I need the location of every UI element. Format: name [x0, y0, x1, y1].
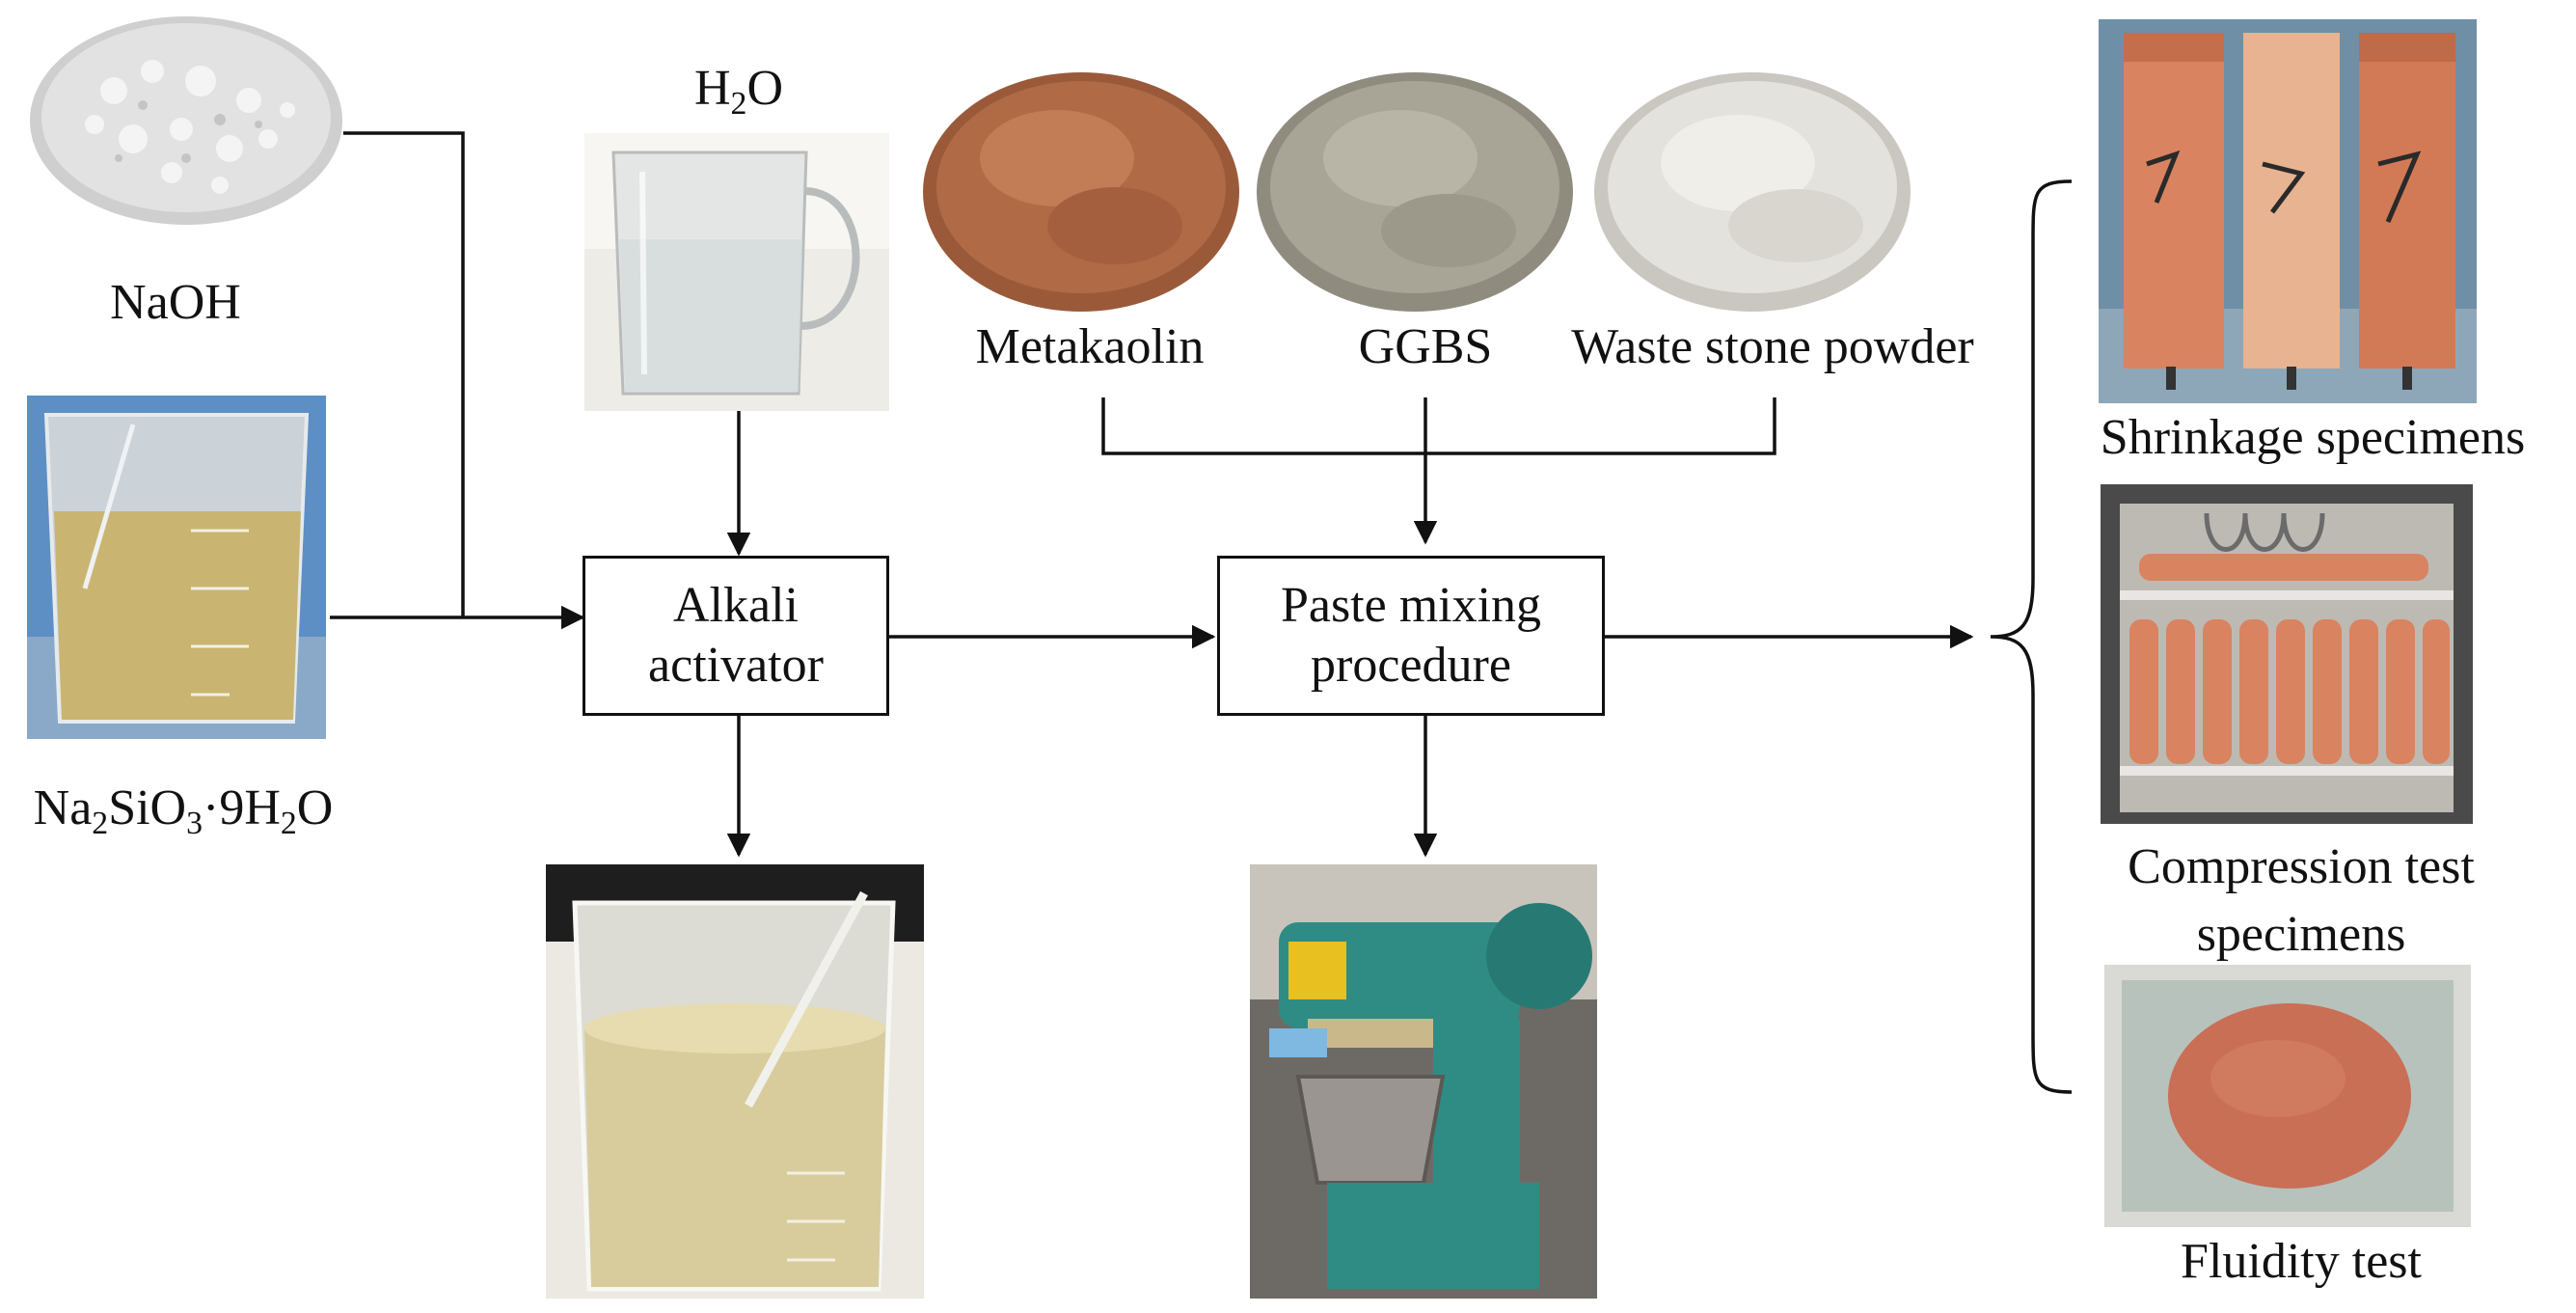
water-label-tail: O [746, 61, 784, 116]
shrinkage-specimens-label: Shrinkage specimens [2100, 410, 2526, 465]
metakaolin-photo [922, 71, 1240, 313]
alkali-solution-photo [546, 864, 924, 1299]
output-brace [1990, 179, 2073, 1094]
sodium-silicate-photo [27, 396, 326, 739]
water-label: H2O [693, 61, 784, 121]
ggbs-photo [1256, 71, 1574, 313]
silicate-part-3: ·9H [203, 780, 281, 835]
powders-merge-line [1101, 397, 1776, 455]
naoh-connector [343, 131, 465, 617]
alkali-activator-box: Alkali activator [583, 556, 889, 716]
silicate-sub-3: 2 [280, 806, 297, 842]
metakaolin-label: Metakaolin [975, 319, 1205, 374]
waste-stone-powder-photo [1593, 71, 1912, 313]
compression-label-line2: specimens [2196, 907, 2406, 963]
naoh-label: NaOH [110, 275, 241, 330]
shrinkage-specimens-photo [2099, 19, 2477, 403]
water-label-base: H [693, 61, 731, 116]
fluidity-test-label: Fluidity test [2181, 1234, 2422, 1289]
compression-label-line1: Compression test [2128, 839, 2475, 894]
paste-mixing-line2: procedure [1311, 638, 1511, 693]
waste-stone-powder-label: Waste stone powder [1571, 319, 1974, 374]
alkali-activator-line2: activator [648, 638, 824, 693]
naoh-photo [27, 14, 345, 228]
compression-specimens-label: Compression test specimens [2128, 834, 2475, 969]
silicate-part-4: O [296, 780, 334, 835]
fluidity-test-photo [2104, 965, 2471, 1227]
paste-mixer-photo [1250, 864, 1597, 1299]
paste-mixing-line1: Paste mixing [1280, 577, 1542, 633]
paste-mixing-box: Paste mixing procedure [1217, 556, 1605, 716]
water-label-sub: 2 [730, 86, 747, 123]
ggbs-label: GGBS [1358, 319, 1493, 374]
alkali-activator-line1: Alkali [673, 577, 799, 633]
silicate-sub-2: 3 [186, 806, 203, 842]
compression-specimens-photo [2101, 484, 2473, 824]
silicate-part-1: Na [33, 780, 93, 835]
sodium-silicate-label: Na2SiO3·9H2O [33, 780, 334, 840]
silicate-sub-1: 2 [92, 806, 109, 842]
silicate-part-2: SiO [108, 780, 187, 835]
water-photo [584, 133, 889, 411]
